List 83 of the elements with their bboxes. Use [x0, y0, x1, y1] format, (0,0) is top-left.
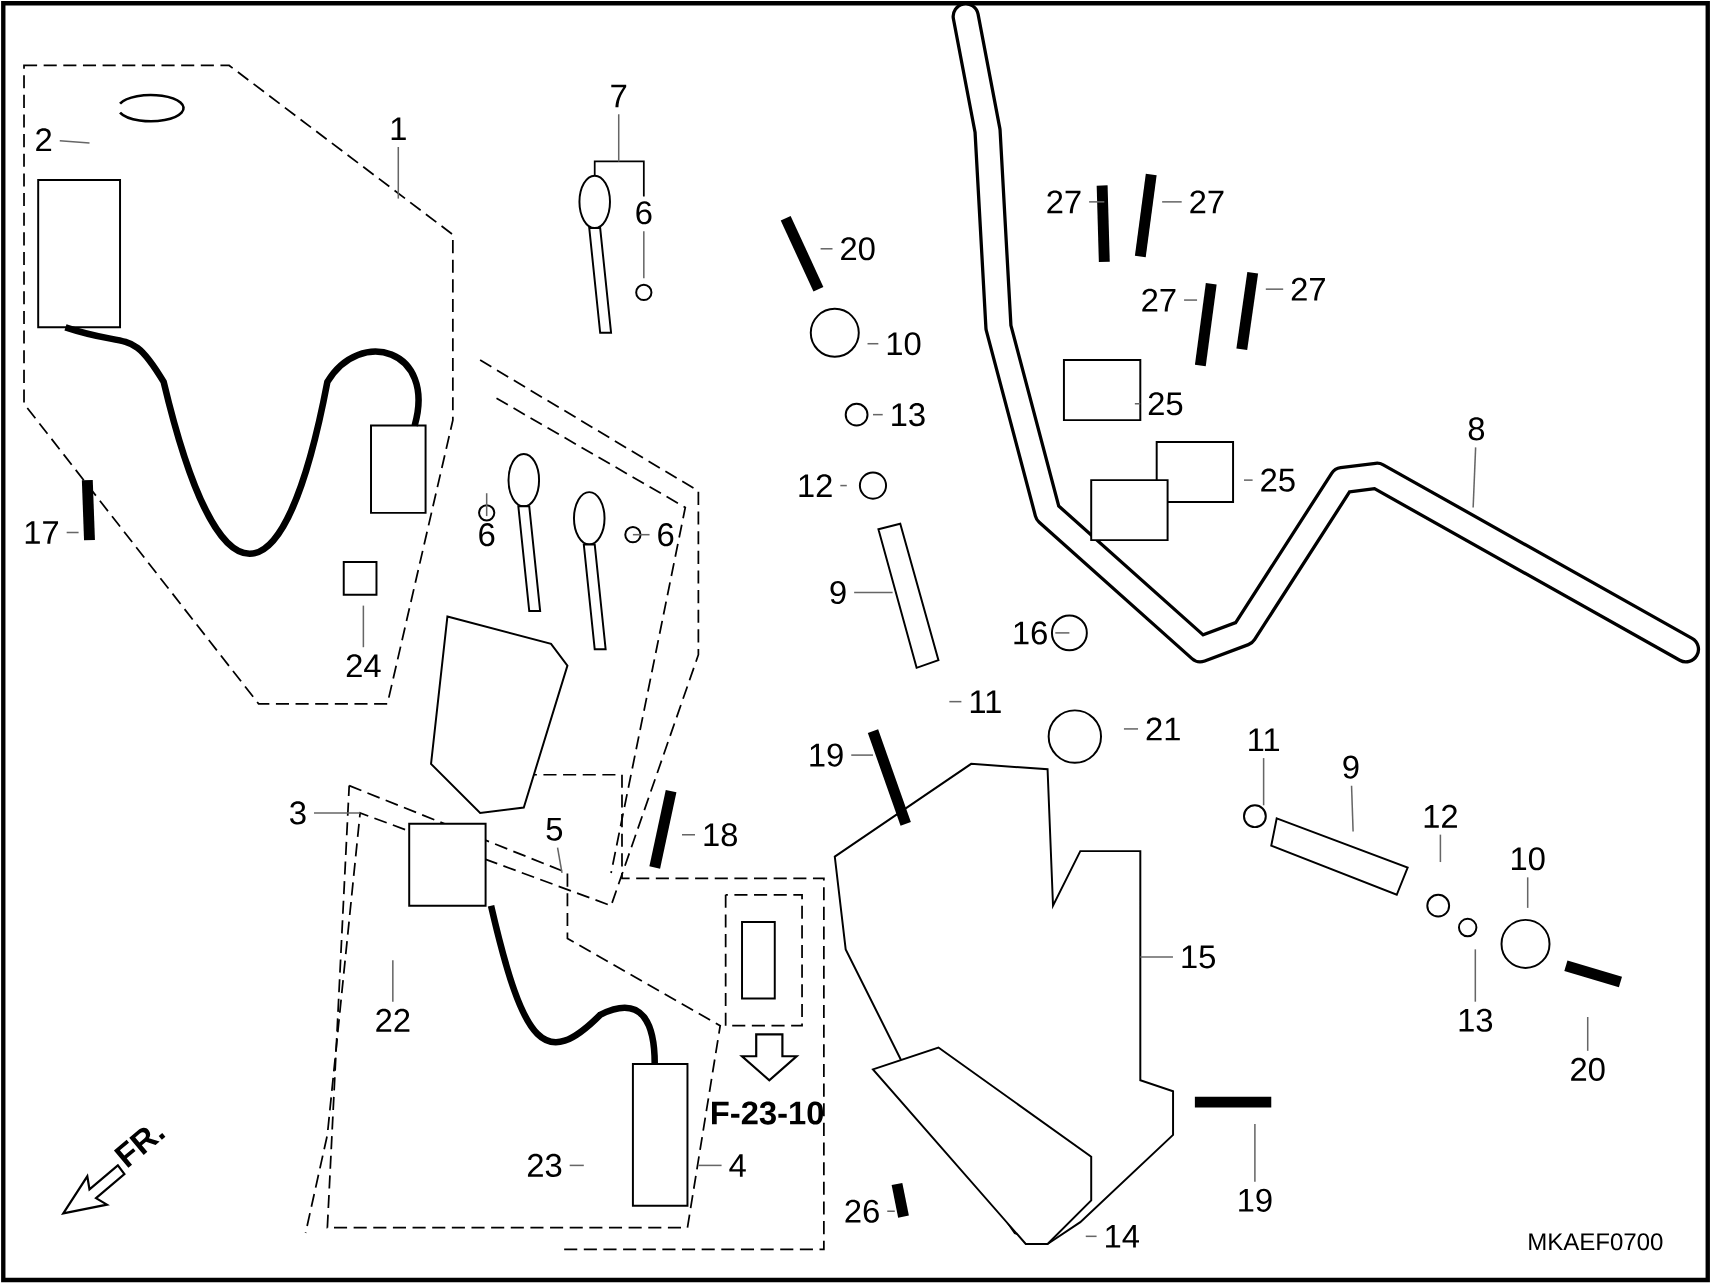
- callout-number: 26: [845, 1199, 879, 1223]
- leader-line: [392, 959, 394, 1003]
- leader-line: [853, 591, 894, 594]
- callout-number: 12: [1424, 804, 1457, 828]
- leader-line: [1243, 479, 1254, 481]
- leader-line: [1262, 757, 1265, 806]
- callout-number: 27: [1291, 277, 1325, 301]
- callout-number: 13: [892, 402, 925, 427]
- callout-number: 24: [346, 654, 381, 677]
- leader-line: [1085, 1235, 1098, 1237]
- callout-number: 6: [636, 201, 652, 225]
- callout-number: 12: [799, 474, 832, 497]
- leader-line: [1134, 402, 1141, 405]
- callout-number: 27: [1047, 190, 1081, 214]
- leader-line: [872, 413, 884, 416]
- leader-line: [819, 247, 834, 250]
- callout-number: 27: [1142, 288, 1176, 312]
- leader-line: [568, 1164, 585, 1167]
- leader-line: [1586, 1016, 1589, 1052]
- leader-line: [681, 833, 696, 836]
- leader-line: [397, 146, 400, 200]
- callout-number: 16: [1014, 621, 1047, 645]
- callout-number: 20: [1571, 1057, 1605, 1081]
- callout-number: 19: [810, 743, 843, 767]
- callout-number: 9: [1343, 755, 1359, 779]
- leader-line: [1054, 632, 1071, 634]
- callout-number: 14: [1106, 1224, 1139, 1248]
- reference-label: F-23-10: [712, 1101, 824, 1125]
- drawing-code: MKAEF0700: [1529, 1233, 1663, 1251]
- leader-line: [58, 139, 91, 144]
- callout-number: 8: [1468, 417, 1485, 441]
- leader-line: [313, 812, 361, 814]
- callout-number: 10: [1512, 847, 1545, 871]
- callout-number: 19: [1239, 1188, 1272, 1212]
- callout-number: 5: [546, 817, 563, 841]
- leader-line: [948, 700, 963, 703]
- leader-line: [1472, 446, 1477, 509]
- direction-label: FR.: [113, 1127, 166, 1168]
- callout-number: 20: [841, 237, 875, 261]
- leader-line: [850, 754, 874, 756]
- callout-number: 27: [1190, 190, 1224, 214]
- callout-number: 25: [1261, 468, 1295, 492]
- leader-line: [839, 484, 848, 487]
- leader-line: [866, 342, 880, 345]
- callout-number: 25: [1148, 392, 1183, 416]
- leader-line: [632, 533, 651, 536]
- callout-number: 9: [830, 580, 846, 604]
- callout-number: 13: [1459, 1008, 1493, 1032]
- callout-number: 3: [290, 801, 306, 825]
- callout-number: 17: [25, 521, 59, 544]
- leader-line: [556, 846, 563, 874]
- leader-line: [65, 531, 80, 534]
- callout-number: 11: [1249, 728, 1279, 751]
- leader-line: [1265, 288, 1284, 290]
- callout-number: 4: [729, 1154, 746, 1177]
- callout-number: 6: [658, 523, 674, 547]
- callout-number: 2: [36, 128, 52, 151]
- leader-line: [643, 230, 645, 279]
- leader-line: [1474, 948, 1477, 1003]
- leader-line: [1254, 1123, 1256, 1183]
- callout-number: 6: [479, 523, 495, 547]
- leader-line: [1088, 201, 1106, 203]
- callout-number: 11: [970, 690, 1001, 713]
- callout-number: 15: [1182, 945, 1215, 969]
- leader-line: [1139, 956, 1174, 958]
- callout-number: 21: [1146, 717, 1180, 741]
- leader-line: [1439, 833, 1442, 863]
- leader-line: [485, 492, 488, 517]
- leader-line: [697, 1164, 723, 1167]
- leader-line: [886, 1210, 896, 1212]
- leader-line: [617, 113, 620, 163]
- callout-number: 18: [704, 823, 737, 847]
- leader-line: [1123, 728, 1139, 730]
- leader-line: [362, 604, 365, 648]
- callout-number: 10: [887, 332, 921, 356]
- leader-line: [1183, 299, 1198, 301]
- leader-line: [1350, 784, 1354, 833]
- callout-number: 1: [391, 117, 406, 140]
- leader-line: [1161, 201, 1183, 203]
- callout-number: 23: [527, 1153, 562, 1177]
- callout-number: 22: [376, 1008, 410, 1032]
- callout-number: 7: [611, 84, 627, 108]
- leader-line: [1526, 876, 1529, 909]
